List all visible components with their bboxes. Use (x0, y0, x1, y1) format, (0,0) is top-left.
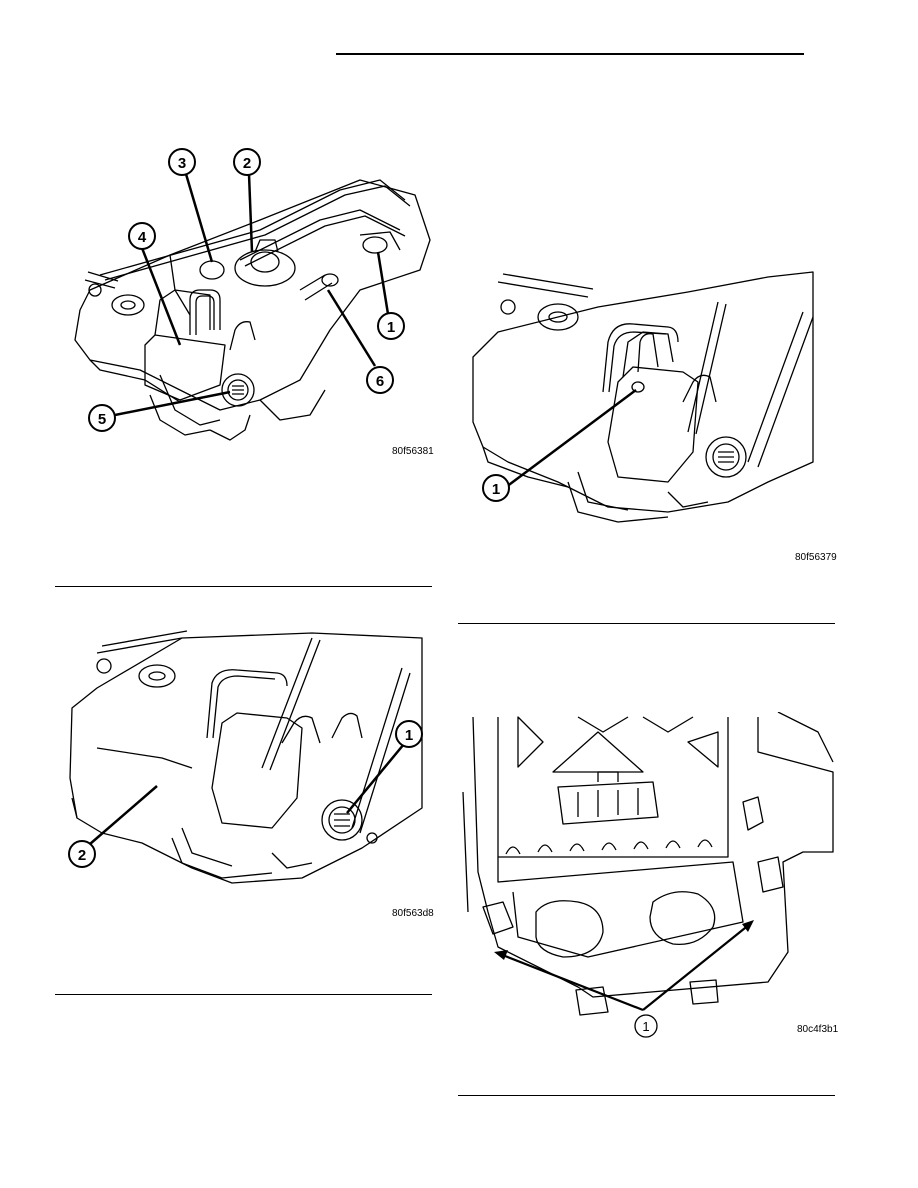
tank-valve-drawing: 1 2 (62, 628, 432, 893)
fig1-callout-4: 4 (138, 229, 147, 246)
figure-fuel-tank-overview: 3 2 4 1 6 5 (60, 140, 440, 460)
fig2-code: 80f56379 (795, 552, 837, 563)
fig2-divider (458, 623, 835, 624)
fig1-code: 80f56381 (392, 446, 434, 457)
fig1-divider (55, 586, 432, 587)
fig1-callout-1: 1 (387, 319, 395, 336)
figure-canister-closeup: 1 (468, 262, 828, 542)
fig1-callout-2: 2 (243, 155, 251, 172)
fig3-callout-1: 1 (405, 727, 413, 744)
fig3-divider (55, 994, 432, 995)
fuel-tank-overview-drawing: 3 2 4 1 6 5 (60, 140, 440, 460)
fig4-code: 80c4f3b1 (797, 1024, 838, 1035)
figure-skid-plate: 1 (458, 712, 838, 1052)
header-rule (336, 53, 804, 55)
figure-tank-valve: 1 2 (62, 628, 432, 893)
fig3-callouts: 1 2 (69, 721, 422, 867)
fig4-callout-1: 1 (642, 1019, 649, 1034)
fig1-callout-5: 5 (98, 411, 106, 428)
fig1-callout-6: 6 (376, 373, 384, 390)
skid-plate-drawing: 1 (458, 712, 838, 1052)
fig3-code: 80f563d8 (392, 908, 434, 919)
fig1-callouts: 3 2 4 1 6 5 (89, 149, 404, 431)
canister-closeup-drawing: 1 (468, 262, 828, 542)
fig2-callouts: 1 (483, 475, 509, 501)
fig1-callout-3: 3 (178, 155, 186, 172)
fig3-callout-2: 2 (78, 847, 86, 864)
fig4-divider (458, 1095, 835, 1096)
fig4-callouts: 1 (635, 1015, 657, 1037)
fig2-callout-1: 1 (492, 481, 500, 498)
